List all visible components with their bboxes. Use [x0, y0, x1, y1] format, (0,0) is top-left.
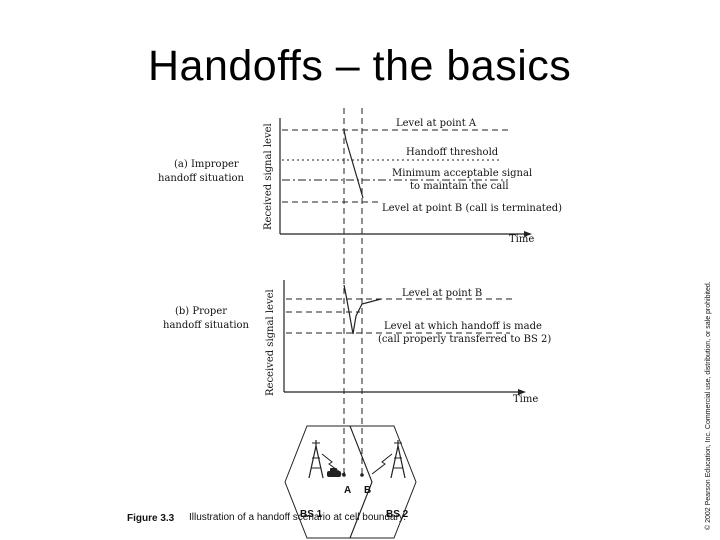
figure-number: Figure 3.3 [127, 513, 175, 524]
figure-caption: Illustration of a handoff scenario at ce… [189, 512, 406, 523]
cell-bs2 [349, 425, 417, 539]
diagram-a-min-signal-label-2: to maintain the call [410, 181, 509, 192]
copyright-notice: © 2002 Pearson Education, Inc. Commercia… [704, 281, 712, 530]
diagram-b-handoff-label-2: (call properly transferred to BS 2) [378, 334, 551, 345]
diagram-a-level-b-label: Level at point B (call is terminated) [382, 203, 562, 214]
diagram-a-y-axis-label: Received signal level [263, 123, 274, 230]
diagram-a-x-arrow [524, 231, 532, 237]
diagram-a-x-axis-label: Time [509, 234, 534, 245]
car-icon [327, 468, 345, 477]
point-a-marker [342, 473, 346, 477]
diagram-b: (b) Proper handoff situation Received si… [163, 280, 551, 405]
diagram-b-x-axis-label: Time [513, 394, 538, 405]
diagram-b-x-arrow [518, 389, 526, 395]
diagram-b-handoff-label-1: Level at which handoff is made [384, 321, 542, 332]
diagram-a-threshold-label: Handoff threshold [406, 147, 499, 158]
diagram-a-signal-curve [343, 129, 364, 199]
diagram-b-label-1: (b) Proper [175, 306, 227, 317]
point-b-label: B [364, 485, 371, 496]
cell-diagram: A B BS 1 BS 2 [284, 425, 417, 539]
bs1-label: BS 1 [300, 509, 323, 520]
point-a-label: A [344, 485, 351, 496]
bs2-tower-icon [390, 440, 406, 479]
diagram-b-y-axis-label: Received signal level [265, 289, 276, 396]
diagram-b-level-b-label: Level at point B [402, 288, 482, 299]
bs1-tower-icon [308, 440, 324, 479]
point-b-marker [360, 473, 364, 477]
bs2-label: BS 2 [386, 509, 409, 520]
diagram-b-signal-curve [343, 284, 382, 335]
bs2-radio-link-icon [371, 453, 393, 475]
diagram-a-label-1: (a) Improper [174, 159, 239, 170]
slide-title: Handoffs – the basics [148, 42, 572, 90]
diagram-a-level-a-label: Level at point A [396, 118, 477, 129]
diagram-b-label-2: handoff situation [163, 320, 250, 331]
diagram-a-label-2: handoff situation [158, 173, 245, 184]
diagram-a: (a) Improper handoff situation Received … [158, 118, 562, 245]
diagram-a-min-signal-label-1: Minimum acceptable signal [392, 168, 532, 179]
